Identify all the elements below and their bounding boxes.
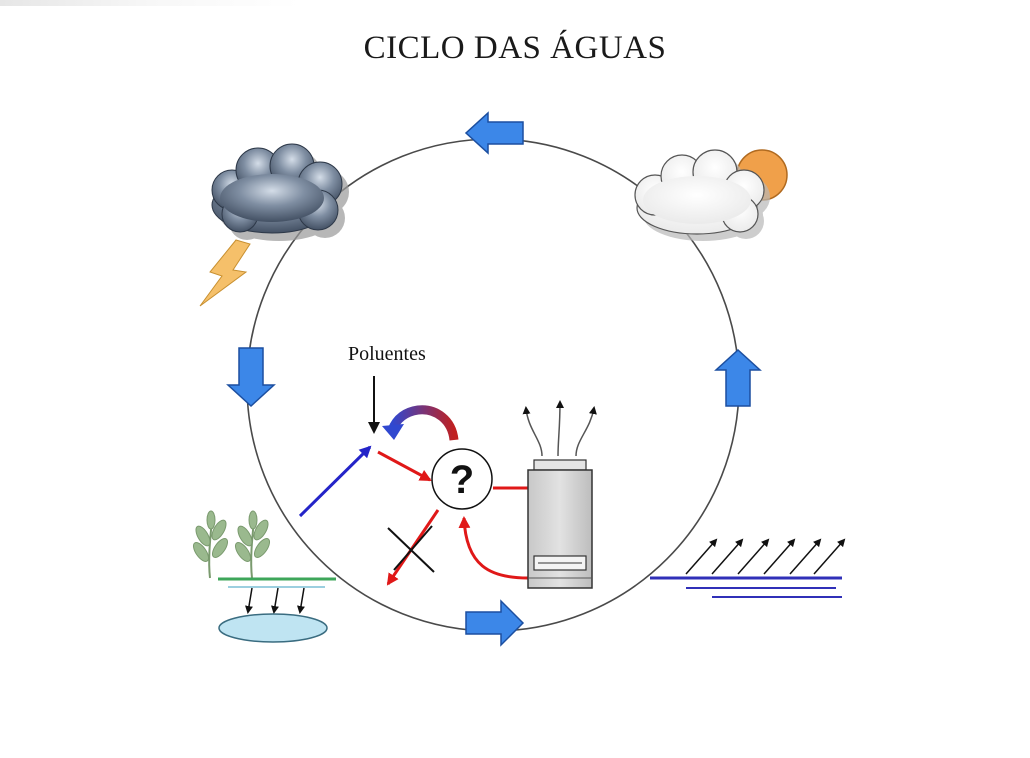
treatment-tank-icon <box>527 459 593 589</box>
curved-arrow-icon <box>382 405 459 441</box>
tank-steam-arrows <box>522 400 597 457</box>
sun-cloud-icon <box>634 149 788 241</box>
question-mark: ? <box>450 458 474 502</box>
diagram-title: CICLO DAS ÁGUAS <box>363 30 667 66</box>
unknown-process-node: ? <box>431 448 493 510</box>
lightning-icon <box>199 239 251 307</box>
water-surface-icon <box>650 538 846 598</box>
flow-to-unknown-arrow <box>377 450 432 482</box>
infiltration-lines <box>218 577 336 614</box>
cycle-arrow-top <box>464 111 524 155</box>
top-decoration-strip <box>0 0 300 6</box>
groundwater-pool-icon <box>218 613 328 643</box>
cycle-arrow-bottom <box>465 599 525 647</box>
cycle-arrow-left <box>226 347 276 408</box>
crossed-arrow-icon <box>387 525 435 573</box>
return-flow-arrow <box>458 516 529 580</box>
inflow-arrow <box>298 445 372 518</box>
plants-icon <box>192 510 271 579</box>
cycle-arrow-right <box>714 348 762 407</box>
storm-cloud-icon <box>211 143 349 241</box>
pollutants-label: Poluentes <box>348 343 426 365</box>
